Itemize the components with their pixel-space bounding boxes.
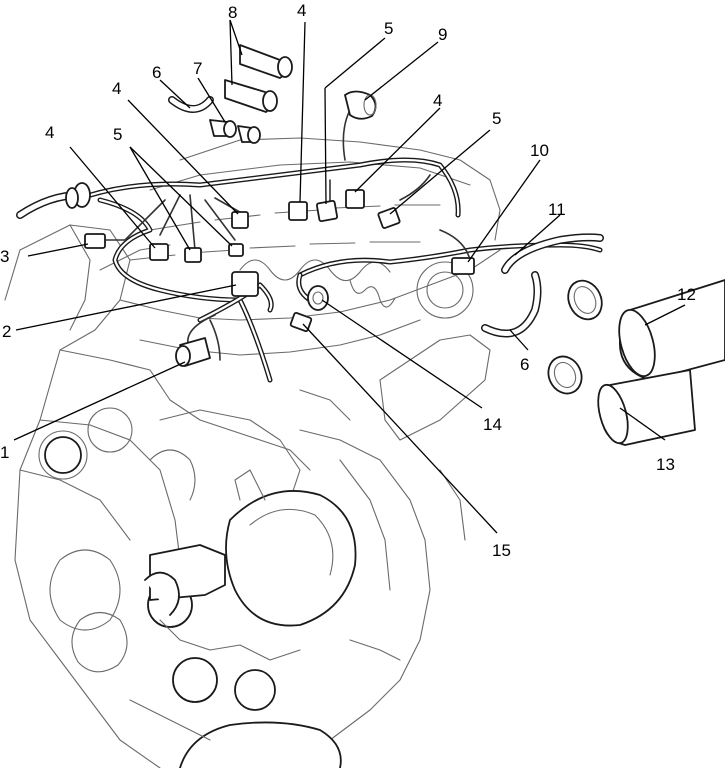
callout-4-right: 4	[433, 91, 442, 110]
callout-6-right: 6	[520, 355, 529, 374]
connector-5-left	[184, 247, 202, 263]
callout-10: 10	[530, 141, 549, 160]
callout-15: 15	[492, 541, 511, 560]
connector-4-left	[149, 243, 169, 261]
callout-14: 14	[483, 415, 502, 434]
callout-5-left: 5	[113, 125, 122, 144]
clamp-lower	[547, 355, 583, 395]
connector-10	[451, 257, 475, 275]
callout-13: 13	[656, 455, 675, 474]
callout-6-top: 6	[152, 63, 161, 82]
callout-5-top: 5	[384, 19, 393, 38]
connectors	[16, 90, 475, 367]
callout-8: 8	[228, 3, 237, 22]
callout-11: 11	[548, 200, 566, 219]
leader-lines	[13, 19, 686, 534]
connector-4-right	[345, 189, 365, 209]
clamp-upper	[567, 279, 603, 321]
callout-7: 7	[193, 59, 202, 78]
callout-4-mid: 4	[112, 79, 121, 98]
callout-5-right: 5	[492, 109, 501, 128]
connector-4-mid	[231, 211, 249, 229]
callout-labels: 1 2 3 4 4 4 4 5 5 5 6 6 7 8 9 10 11 12 1…	[0, 1, 696, 560]
connector-5-small	[228, 243, 244, 257]
callout-12: 12	[677, 285, 696, 304]
detached-parts	[168, 44, 725, 446]
callout-1: 1	[0, 443, 9, 462]
wiring-harness	[72, 109, 603, 383]
connector-5-right	[377, 207, 401, 229]
callout-3: 3	[0, 247, 9, 266]
callout-4-top: 4	[297, 1, 306, 20]
connector-4-center	[288, 201, 308, 221]
sensor-14	[307, 285, 329, 311]
engine-block-outline	[4, 137, 501, 768]
callout-9: 9	[438, 25, 447, 44]
connector-2	[231, 271, 259, 297]
connector-5-center	[315, 199, 339, 223]
callout-2: 2	[2, 322, 11, 341]
callout-4-left: 4	[45, 123, 54, 142]
connector-3	[84, 233, 106, 249]
